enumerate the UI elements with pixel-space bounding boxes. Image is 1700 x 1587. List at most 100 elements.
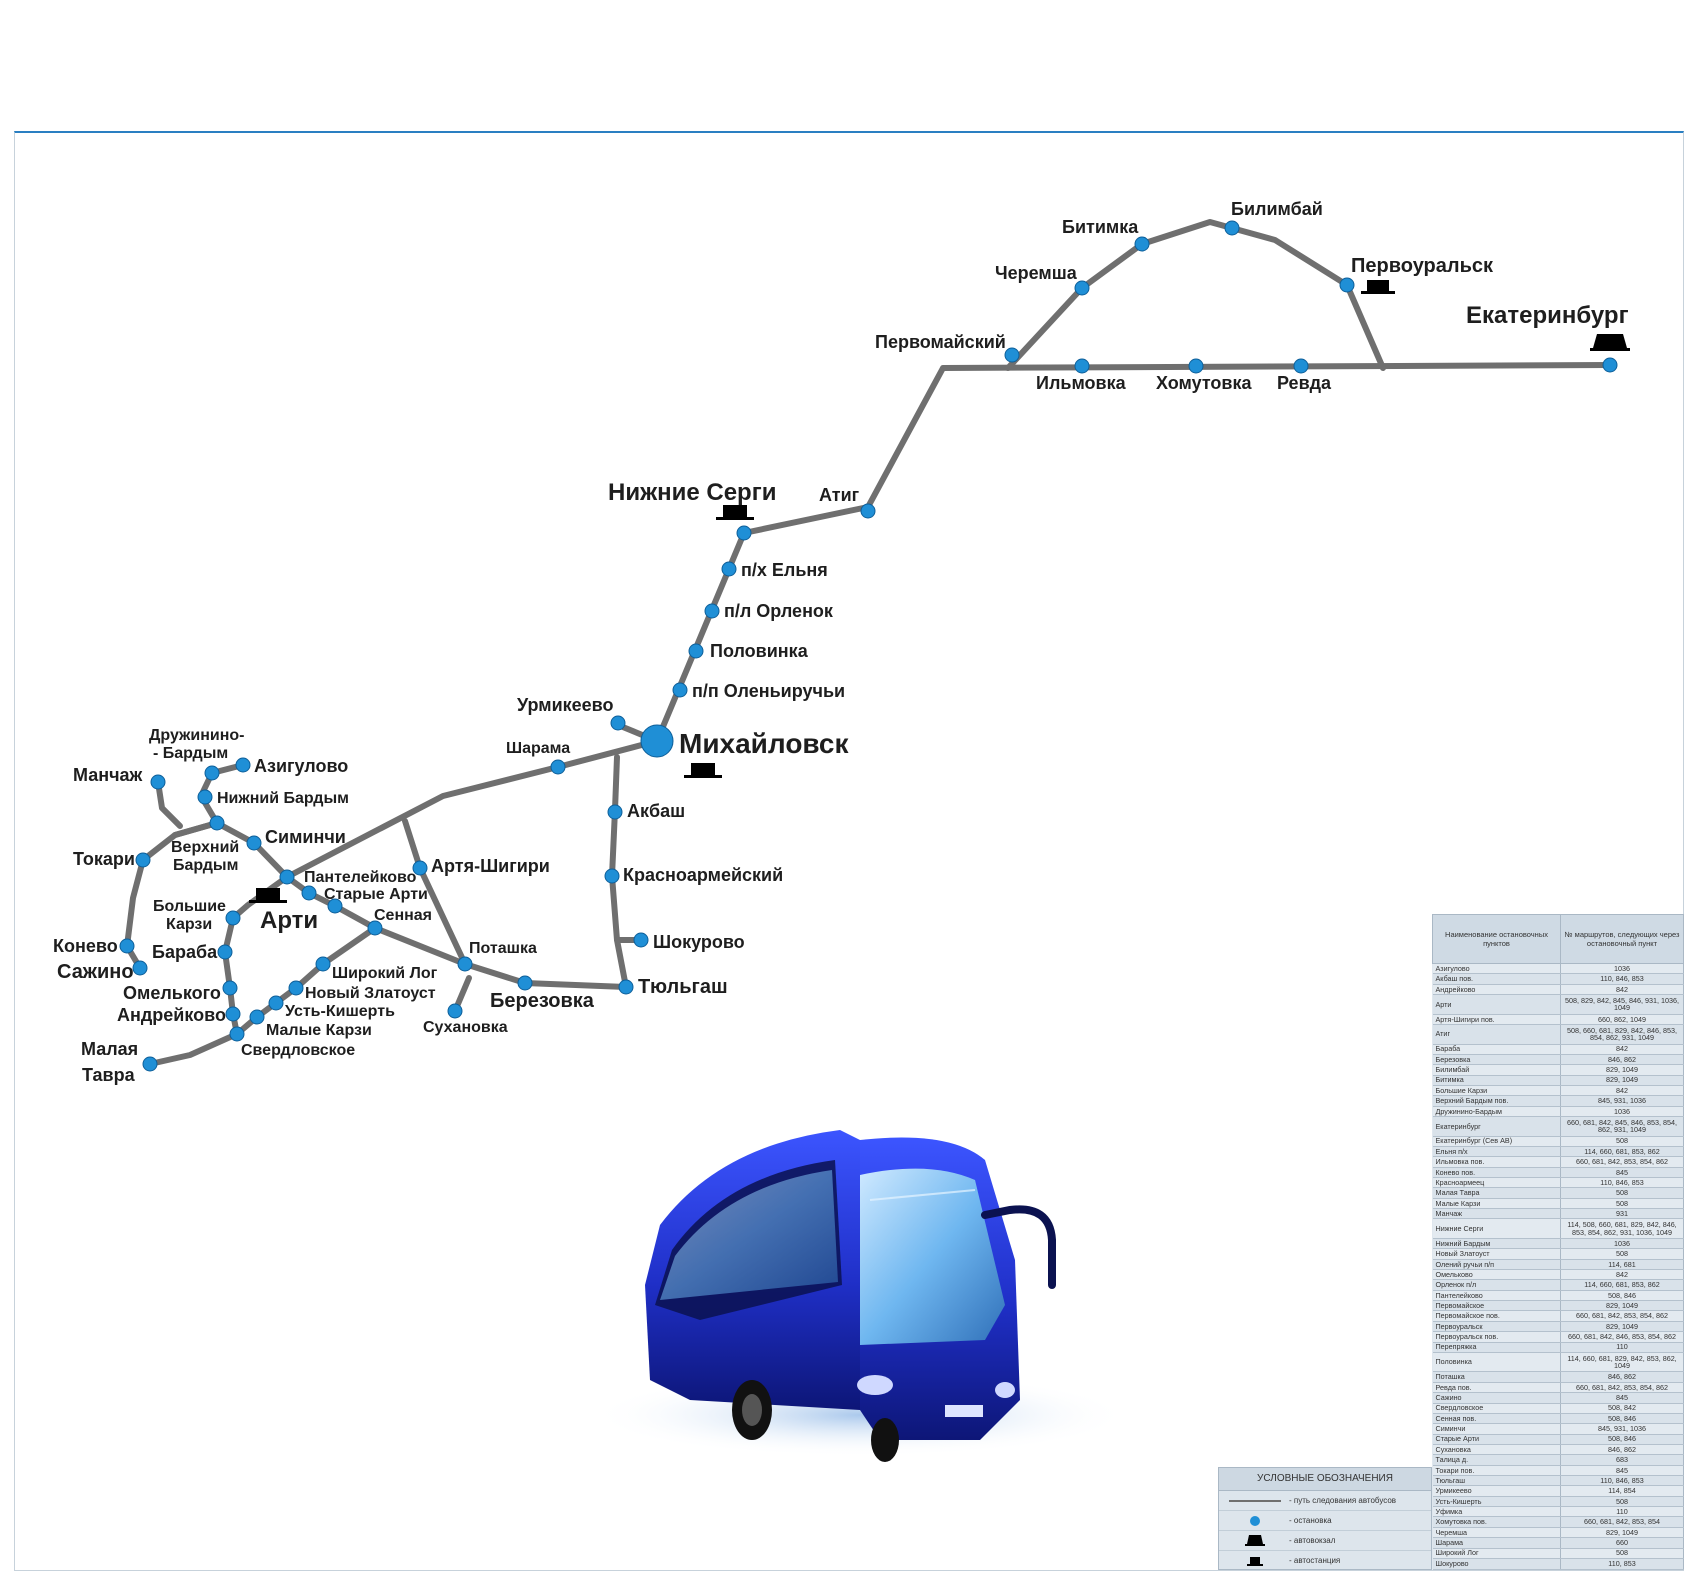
stop-ilmovka: [1074, 358, 1090, 374]
bus-station-icon: [1247, 1557, 1263, 1566]
bus-terminal-icon: [1590, 334, 1630, 351]
route-numbers-cell: 845: [1560, 1167, 1684, 1179]
bus-station-icon: [249, 888, 287, 903]
stop-name-cell: Азигулово: [1432, 963, 1561, 975]
route-numbers-cell: 931: [1560, 1208, 1684, 1220]
legend-row-route: - путь следования автобусов: [1219, 1491, 1431, 1511]
stop-name-cell: Ильмовка пов.: [1432, 1156, 1561, 1168]
stop-name-cell: Омельково: [1432, 1269, 1561, 1281]
route-numbers-cell: 660, 681, 842, 853, 854, 862: [1560, 1310, 1684, 1322]
route-numbers-cell: 508, 829, 842, 845, 846, 931, 1036, 1049: [1560, 994, 1684, 1015]
table-row: Ильмовка пов.660, 681, 842, 853, 854, 86…: [1432, 1156, 1684, 1168]
stop-name-cell: Билимбай: [1432, 1064, 1561, 1076]
route-numbers-cell: 829, 1049: [1560, 1321, 1684, 1333]
route-numbers-cell: 508, 842: [1560, 1403, 1684, 1414]
route-numbers-cell: 660, 681, 842, 853, 854, 862: [1560, 1156, 1684, 1168]
table-row: Первоуральск пов.660, 681, 842, 846, 853…: [1432, 1331, 1684, 1343]
stop-polovinka: [688, 643, 704, 659]
stop-name-cell: Черемша: [1432, 1527, 1561, 1539]
route-numbers-cell: 110, 853: [1560, 1558, 1684, 1571]
stop-bilimbay: [1224, 220, 1240, 236]
stop-pervouralsk: [1339, 277, 1355, 293]
label-tokari: Токари: [73, 849, 135, 869]
route-numbers-cell: 508, 660, 681, 829, 842, 846, 853, 854, …: [1560, 1024, 1684, 1045]
label-verkhny-1: Верхний: [171, 839, 239, 856]
stop-name-cell: Нижние Серги: [1432, 1218, 1561, 1239]
stop-name-cell: Уфимка: [1432, 1506, 1561, 1518]
label-revda: Ревда: [1277, 373, 1332, 393]
stop-sharama: [550, 759, 566, 775]
stop-name-cell: Урмикеево: [1432, 1485, 1561, 1497]
label-ust-kisherts: Усть-Кишерть: [285, 1003, 395, 1020]
stop-name-cell: Шокурово: [1432, 1558, 1561, 1571]
label-nizhnie-sergi: Нижние Серги: [608, 479, 776, 506]
route-numbers-cell: 508: [1560, 1198, 1684, 1210]
stop-name-cell: Большие Карзи: [1432, 1085, 1561, 1097]
stop-bolshie-karzi: [225, 910, 241, 926]
stop-name-cell: Ревда пов.: [1432, 1382, 1561, 1394]
label-bolshie-1: Большие: [153, 898, 226, 915]
stops: [119, 220, 1618, 1072]
bus-station-icon: [1361, 280, 1395, 294]
label-polovinka: Половинка: [710, 641, 809, 661]
route-numbers-cell: 842: [1560, 1269, 1684, 1281]
stop-name-cell: Симинчи: [1432, 1423, 1561, 1435]
label-siminchi: Симинчи: [265, 827, 346, 847]
stop-druzhinino: [204, 765, 220, 781]
stop-name-cell: Свердловское: [1432, 1403, 1561, 1414]
label-bitimka: Битимка: [1062, 217, 1139, 237]
stop-name-cell: Ельня п/х: [1432, 1146, 1561, 1158]
table-row: Ревда пов.660, 681, 842, 853, 854, 862: [1432, 1382, 1684, 1394]
table-row: Первомайское пов.660, 681, 842, 853, 854…: [1432, 1310, 1684, 1322]
stop-name-cell: Андрейково: [1432, 984, 1561, 996]
stop-name-cell: Хомутовка пов.: [1432, 1516, 1561, 1528]
stop-bitimka: [1134, 236, 1150, 252]
stop-name-cell: Дружинино-Бардым: [1432, 1106, 1561, 1118]
stop-name-cell: Старые Арти: [1432, 1434, 1561, 1445]
label-druzhinino-1: Дружинино-: [149, 727, 245, 744]
table-row: Екатеринбург (Сев АВ)508: [1432, 1136, 1684, 1147]
bus-terminal-icon: [1245, 1535, 1265, 1546]
terminal-icons: [249, 280, 1630, 903]
route-numbers-cell: 508, 846: [1560, 1434, 1684, 1445]
label-shokurovo: Шокурово: [653, 932, 745, 952]
stop-name-cell: Верхний Бардым пов.: [1432, 1095, 1561, 1107]
legend-stop-text: - остановка: [1289, 1516, 1332, 1525]
route-druzhinino: [198, 762, 246, 826]
label-verkhny-2: Бардым: [173, 857, 238, 874]
stop-name-cell: Пантелейково: [1432, 1290, 1561, 1302]
stop-name-cell: Акбаш пов.: [1432, 973, 1561, 985]
label-elnya: п/х Ельня: [741, 560, 828, 580]
stop-name-cell: Манчаж: [1432, 1208, 1561, 1220]
label-malaya-1: Малая: [81, 1039, 138, 1059]
stop-nizhnie-sergi: [736, 525, 752, 541]
label-khomutovka: Хомутовка: [1156, 373, 1252, 393]
label-sharama: Шарама: [506, 740, 570, 757]
label-panteleykovo: Пантелейково: [304, 869, 417, 886]
route-sharama: [284, 738, 660, 880]
stop-krasnoarmeysky: [604, 868, 620, 884]
label-atig: Атиг: [819, 485, 860, 505]
legend-terminal-text: - автовокзал: [1289, 1536, 1336, 1545]
stop-malye-karzi: [249, 1009, 265, 1025]
stop-siminchi: [246, 835, 262, 851]
stop-name-cell: Первомайское: [1432, 1300, 1561, 1312]
stop-andreykovo: [225, 1006, 241, 1022]
label-ilmovka: Ильмовка: [1036, 373, 1127, 393]
